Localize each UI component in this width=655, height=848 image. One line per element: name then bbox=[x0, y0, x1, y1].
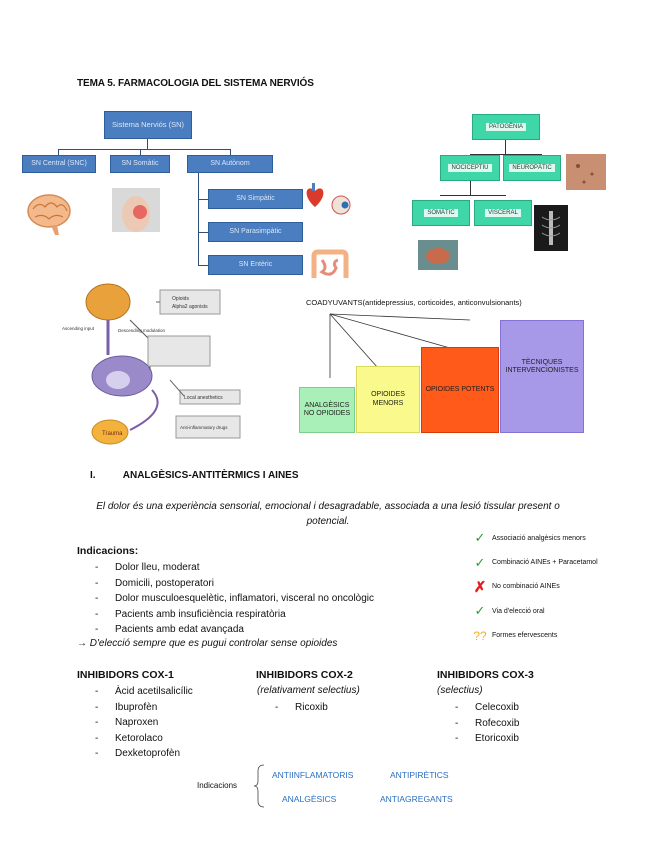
check-icon: ✓ bbox=[474, 554, 486, 570]
list-item: Domicili, postoperatori bbox=[87, 576, 374, 592]
cross-icon: ✗ bbox=[473, 578, 487, 596]
indication-analgesics: ANALGÈSICS bbox=[282, 794, 337, 804]
check-text: Via d'elecció oral bbox=[492, 607, 545, 615]
pathway-label-local-anesthetics: Local anesthetics bbox=[184, 395, 223, 401]
sn-enteric-box: SN Entèric bbox=[208, 255, 303, 275]
list-item: Pacients amb edat avançada bbox=[87, 622, 374, 638]
xray-image bbox=[534, 205, 568, 251]
somatic-box: SOMÀTIC bbox=[412, 200, 470, 226]
indicacions-note: → D'elecció sempre que es pugui controla… bbox=[77, 638, 338, 649]
pain-definition: El dolor és una experiència sensorial, e… bbox=[96, 501, 560, 527]
check-row: ✓ Associació analgèsics menors bbox=[468, 526, 598, 550]
check-icon: ✓ bbox=[474, 603, 486, 619]
ladder-step-4: TÈCNIQUES INTERVENCIONISTES bbox=[500, 320, 584, 433]
brain-image bbox=[27, 194, 71, 235]
pathway-label-descending: Descending modulation bbox=[118, 328, 166, 333]
svg-text:Trauma: Trauma bbox=[102, 431, 123, 437]
list-item: Celecoxib bbox=[447, 700, 519, 716]
cox3-subtitle: (selectius) bbox=[437, 685, 483, 696]
list-item: Dolor musculoesquelètic, inflamatori, vi… bbox=[87, 591, 374, 607]
cox2-list: Ricoxib bbox=[267, 700, 328, 716]
intestine-image bbox=[311, 249, 349, 278]
neuropatic-box: NEUROPÀTIC bbox=[503, 155, 561, 181]
sn-root-box: Sistema Nerviós (SN) bbox=[104, 111, 192, 139]
cox3-heading: INHIBIDORS COX-3 bbox=[437, 669, 534, 681]
indicacions-list: Dolor lleu, moderat Domicili, postoperat… bbox=[87, 560, 374, 638]
page-title: TEMA 5. FARMACOLOGIA DEL SISTEMA NERVIÓS bbox=[77, 78, 314, 89]
list-item: Ketorolaco bbox=[87, 731, 193, 747]
sn-central-box: SN Central (SNC) bbox=[22, 155, 96, 173]
list-item: Ricoxib bbox=[267, 700, 328, 716]
check-text: Associació analgèsics menors bbox=[492, 534, 586, 542]
section-title: ANALGÈSICS-ANTITÈRMICS I AINES bbox=[122, 470, 299, 481]
check-row: ?? Formes efervescents bbox=[468, 624, 598, 648]
visceral-box: VISCERAL bbox=[474, 200, 532, 226]
sn-somatic-box: SN Somàtic bbox=[110, 155, 170, 173]
sn-parasimpatic-box: SN Parasimpàtic bbox=[208, 222, 303, 242]
pathway-label-alpha2: Alpha2 agonists bbox=[172, 304, 208, 310]
cox3-list: Celecoxib Rofecoxib Etoricoxib bbox=[447, 700, 519, 747]
pain-pathway-illustration: Trauma Opioids Alpha2 agonists Descendin… bbox=[60, 280, 250, 452]
indicacions-heading: Indicacions: bbox=[77, 545, 139, 557]
indication-antiinflamatoris: ANTIINFLAMATORIS bbox=[272, 770, 354, 780]
coadyuvants-label: COADYUVANTS(antidepressius, corticoides,… bbox=[306, 298, 522, 307]
pathway-label-ascending: Ascending input bbox=[62, 326, 95, 331]
cox2-heading: INHIBIDORS COX-2 bbox=[256, 669, 353, 681]
sn-simpatic-box: SN Simpàtic bbox=[208, 189, 303, 209]
ladder-step-1: ANALGÈSICS NO OPIOIDES bbox=[299, 387, 355, 433]
heart-eye-image bbox=[306, 183, 351, 215]
check-row: ✗ No combinació AINEs bbox=[468, 575, 598, 599]
list-item: Rofecoxib bbox=[447, 716, 519, 732]
coadyuvants-arrows bbox=[329, 313, 471, 378]
sn-autonom-box: SN Autònom bbox=[187, 155, 273, 173]
check-row: ✓ Via d'elecció oral bbox=[468, 599, 598, 623]
cox1-heading: INHIBIDORS COX-1 bbox=[77, 669, 174, 681]
list-item: Naproxen bbox=[87, 715, 193, 731]
pathway-label-opioids: Opioids bbox=[172, 296, 189, 302]
list-item: Dolor lleu, moderat bbox=[87, 560, 374, 576]
surgery-image bbox=[418, 240, 458, 270]
cox1-list: Àcid acetilsalicílic Ibuprofèn Naproxen … bbox=[87, 684, 193, 762]
cox2-subtitle: (relativament selectius) bbox=[257, 685, 360, 696]
check-icon: ✓ bbox=[474, 530, 486, 546]
section-number: I. bbox=[90, 470, 96, 481]
nociceptiu-box: NOCICEPTIU bbox=[440, 155, 500, 181]
list-item: Àcid acetilsalicílic bbox=[87, 684, 193, 700]
skin-image bbox=[566, 154, 606, 190]
list-item: Pacients amb insuficiència respiratòria bbox=[87, 607, 374, 623]
question-icon: ?? bbox=[473, 628, 487, 643]
check-text: Combinació AINEs + Paracetamol bbox=[492, 559, 598, 567]
curly-brace bbox=[254, 764, 265, 808]
list-item: Dexketoprofèn bbox=[87, 746, 193, 762]
check-row: ✓ Combinació AINEs + Paracetamol bbox=[468, 550, 598, 574]
ladder-step-3: OPIOIDES POTENTS bbox=[421, 347, 499, 433]
section-heading: I. ANALGÈSICS-ANTITÈRMICS I AINES bbox=[90, 470, 299, 481]
pathway-label-antiinflammatory: Anti-inflammatory drugs bbox=[180, 425, 228, 430]
list-item: Ibuprofèn bbox=[87, 700, 193, 716]
back-pain-image bbox=[112, 188, 160, 232]
check-text: No combinació AINEs bbox=[492, 583, 560, 591]
list-item: Etoricoxib bbox=[447, 731, 519, 747]
indication-antipiretics: ANTIPIRÈTICS bbox=[390, 770, 449, 780]
check-text: Formes efervescents bbox=[492, 632, 558, 640]
patogenia-box: PATOGÈNIA bbox=[472, 114, 540, 140]
recommendations-checklist: ✓ Associació analgèsics menors ✓ Combina… bbox=[468, 526, 598, 648]
ladder-step-2: OPIOIDES MENORS bbox=[356, 366, 420, 433]
final-indicacions-label: Indicacions bbox=[197, 781, 238, 790]
indication-antiagregants: ANTIAGREGANTS bbox=[380, 794, 453, 804]
